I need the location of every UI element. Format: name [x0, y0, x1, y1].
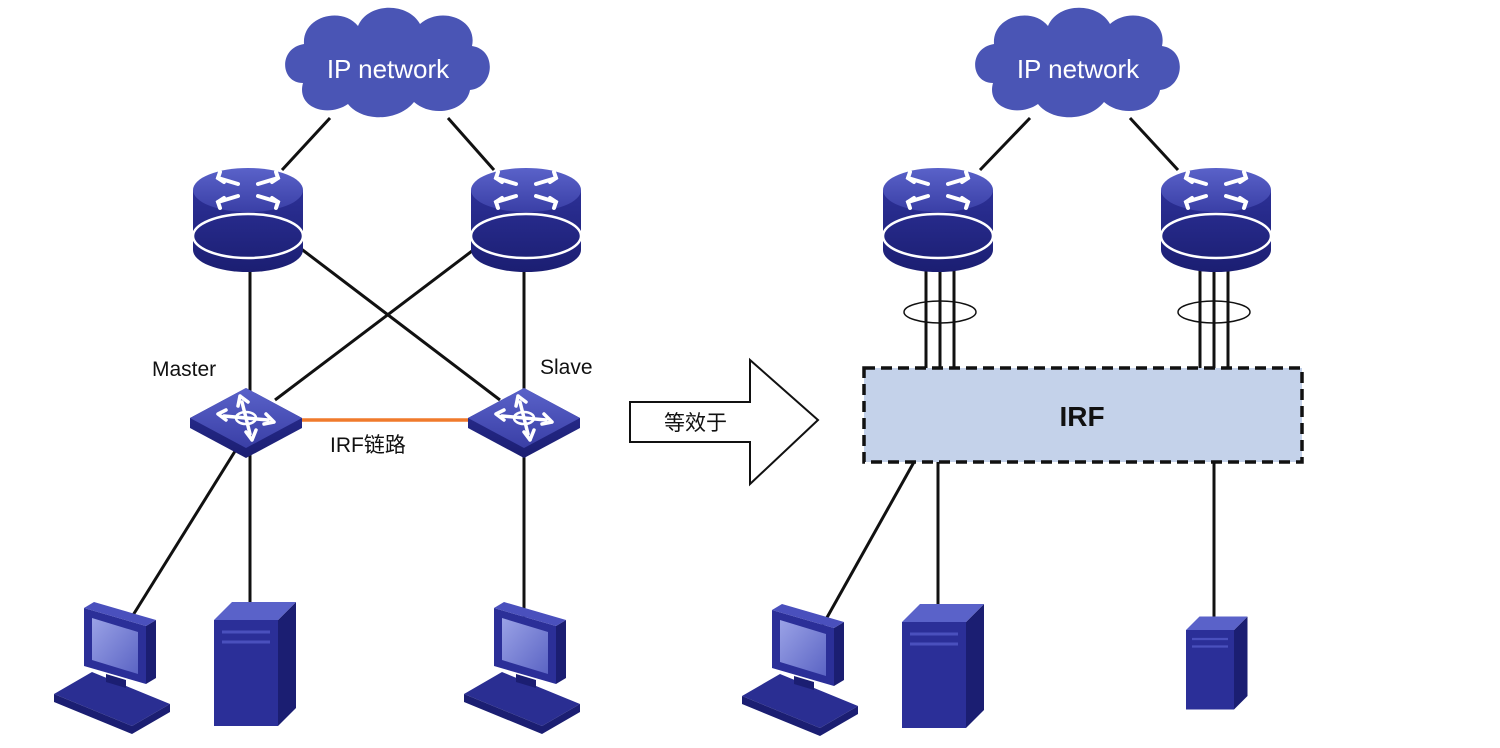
router-icon: [191, 166, 305, 274]
irf-link-label: IRF链路: [330, 434, 406, 457]
left-cloud-label: IP network: [327, 54, 450, 84]
right-topology: IP network IRF: [742, 7, 1304, 736]
router-icon: [881, 166, 995, 274]
right-cloud-label: IP network: [1017, 54, 1140, 84]
slave-label: Slave: [540, 356, 593, 379]
left-links: [128, 116, 526, 622]
switch-icon: [466, 386, 582, 460]
equivalence-label: 等效于: [664, 412, 727, 435]
master-label: Master: [152, 358, 216, 381]
desktop-pc-icon: [742, 604, 858, 736]
switch-icon: [188, 386, 304, 460]
desktop-pc-icon: [464, 602, 580, 734]
router-icon: [469, 166, 583, 274]
desktop-pc-icon: [54, 602, 170, 734]
server-tower-icon: [900, 602, 986, 730]
irf-virtual-device-box: [862, 366, 1304, 464]
server-tower-icon: [1184, 615, 1249, 711]
router-icon: [1159, 166, 1273, 274]
link-aggregation-ring: [1177, 300, 1251, 324]
equivalence-arrow-icon: [629, 357, 820, 487]
server-tower-icon: [212, 600, 298, 728]
link-aggregation-ring: [903, 300, 977, 324]
right-links: [818, 116, 1230, 631]
left-topology: IP network Master Slave IRF链路: [54, 7, 593, 734]
irf-label: IRF: [1059, 401, 1104, 432]
